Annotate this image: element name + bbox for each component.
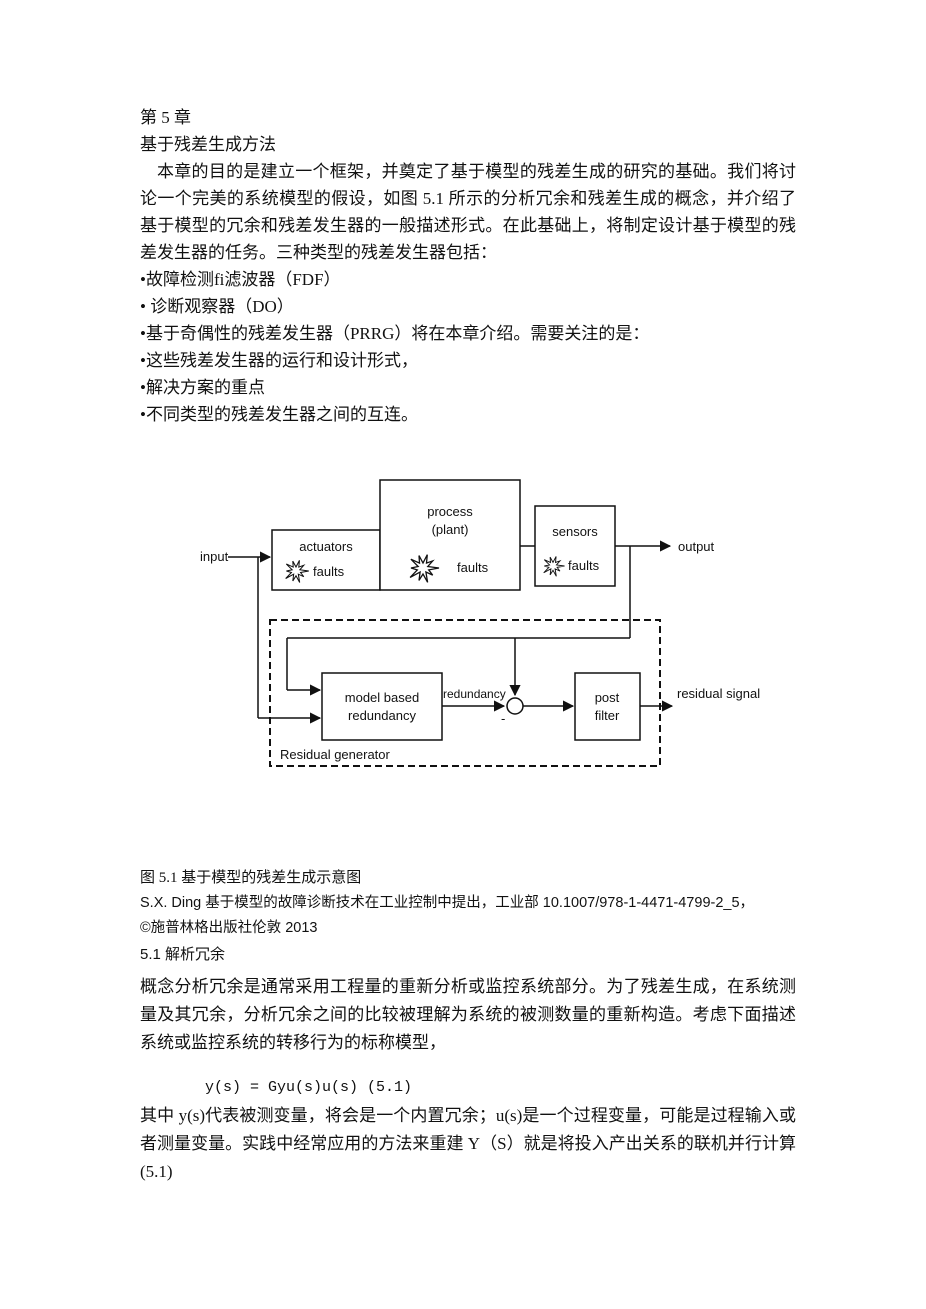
summation-junction <box>506 697 524 715</box>
residual-signal-label: residual signal <box>677 686 760 701</box>
residual-generator-label: Residual generator <box>280 747 391 762</box>
sensors-label: sensors <box>552 524 598 539</box>
chapter-title: 基于残差生成方法 <box>140 135 276 154</box>
section-paragraph-2: 其中 y(s)代表被测变量，将会是一个内置冗余；u(s)是一个过程变量，可能是过… <box>140 1106 796 1181</box>
model-based-redundancy-box <box>321 672 443 741</box>
bullet-item: • 诊断观察器（DO） <box>140 297 294 316</box>
credit-line-1: S.X. Ding 基于模型的故障诊断技术在工业控制中提出，工业部 10.100… <box>140 895 755 911</box>
actuators-label: actuators <box>299 539 353 554</box>
equation-5-1: y(s) = Gyu(s)u(s) (5.1) <box>205 1079 413 1096</box>
post-filter-label-line1: post <box>595 690 620 705</box>
actuator-faults-label: faults <box>313 564 345 579</box>
bullet-item: •基于奇偶性的残差发生器（PRRG）将在本章介绍。需要关注的是： <box>140 324 650 343</box>
figure-5-1-diagram: input actuators faults process (plant) f… <box>180 458 796 793</box>
section-title: 5.1 解析冗余 <box>140 946 226 963</box>
minus-sign-label: - <box>501 711 505 726</box>
figure-caption: 图 5.1 基于模型的残差生成示意图 <box>140 870 362 886</box>
process-box <box>379 479 521 591</box>
intro-paragraph: 本章的目的是建立一个框架，并奠定了基于模型的残差生成的研究的基础。我们将讨论一个… <box>140 162 796 262</box>
bullet-item: •故障检测fi滤波器（FDF） <box>140 270 341 289</box>
credit-line-2: ©施普林格出版社伦敦 2013 <box>140 920 318 936</box>
plant-label: (plant) <box>432 522 469 537</box>
section-paragraph-1: 概念分析冗余是通常采用工程量的重新分析或监控系统部分。为了残差生成，在系统测量及… <box>140 977 796 1052</box>
bullet-item: •解决方案的重点 <box>140 378 265 397</box>
bullet-item: •不同类型的残差发生器之间的互连。 <box>140 405 418 424</box>
process-faults-label: faults <box>457 560 489 575</box>
sensor-faults-label: faults <box>568 558 600 573</box>
sensors-box <box>534 505 616 587</box>
input-label: input <box>200 549 229 564</box>
post-filter-box <box>574 672 641 741</box>
chapter-number: 第 5 章 <box>140 108 191 127</box>
model-based-label-line2: redundancy <box>348 708 416 723</box>
model-based-label-line1: model based <box>345 690 419 705</box>
redundancy-signal-label: redundancy <box>443 687 506 701</box>
process-label: process <box>427 504 473 519</box>
block-diagram-svg: input actuators faults process (plant) f… <box>200 479 760 767</box>
output-label: output <box>678 539 715 554</box>
residual-generator-dashed-box <box>269 619 661 767</box>
post-filter-label-line2: filter <box>595 708 620 723</box>
bullet-item: •这些残差发生器的运行和设计形式， <box>140 351 418 370</box>
bullet-list: •故障检测fi滤波器（FDF） • 诊断观察器（DO） •基于奇偶性的残差发生器… <box>140 266 796 428</box>
